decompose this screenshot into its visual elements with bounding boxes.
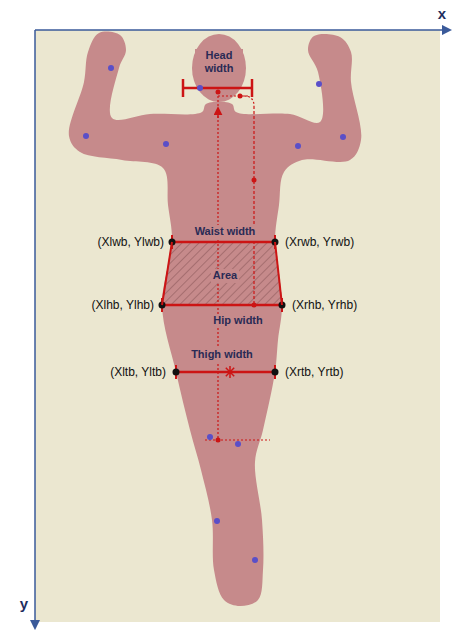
center-dotted-line — [217, 92, 218, 440]
neck-dotted-line — [218, 95, 248, 96]
coordinate-label: (Xlhb, Ylhb) — [90, 298, 156, 312]
side-line — [275, 242, 282, 305]
axis-label: x — [438, 5, 446, 23]
reference-dot — [252, 178, 257, 183]
measure-label: Waist width — [193, 225, 258, 238]
width-line — [162, 304, 282, 307]
keypoint-dot — [316, 81, 322, 87]
measure-label: Hip width — [211, 314, 265, 327]
coordinate-label: (Xltb, Yltb) — [108, 365, 168, 379]
keypoint-dot — [295, 143, 301, 149]
keypoint-dot — [340, 134, 346, 140]
width-line — [172, 241, 275, 244]
thigh-center-star — [224, 366, 236, 378]
measure-label: Head width — [195, 49, 243, 75]
keypoint-dot — [252, 557, 258, 563]
boundary-point — [173, 369, 180, 376]
keypoint-dot — [214, 518, 220, 524]
coordinate-label: (Xrtb, Yrtb) — [283, 365, 345, 379]
measure-label: Thigh width — [189, 348, 255, 361]
reference-dot — [216, 90, 221, 95]
knee-dotted-line — [205, 439, 270, 440]
body-silhouette — [69, 32, 362, 606]
x-axis — [35, 29, 450, 31]
head-width-end — [251, 79, 254, 97]
reference-dot — [238, 94, 243, 99]
neck-arc — [244, 96, 254, 106]
reference-dot — [216, 438, 221, 443]
head-width-line — [183, 87, 252, 90]
area-hatch — [162, 242, 282, 305]
keypoint-dot — [163, 141, 169, 147]
y-axis — [34, 30, 36, 628]
keypoint-dot — [197, 85, 203, 91]
coordinate-label: (Xrwb, Yrwb) — [283, 235, 356, 249]
axis-label: y — [20, 595, 28, 613]
side-dotted-line — [253, 106, 254, 305]
keypoint-dot — [235, 441, 241, 447]
boundary-point — [272, 369, 279, 376]
head-silhouette — [192, 34, 246, 102]
keypoint-dot — [108, 65, 114, 71]
side-line — [162, 242, 172, 305]
coordinate-label: (Xlwb, Ylwb) — [96, 235, 166, 249]
neck-arrow — [217, 108, 219, 118]
coordinate-label: (Xrhb, Yrhb) — [290, 298, 359, 312]
keypoint-dot — [207, 434, 213, 440]
head-width-end — [182, 79, 185, 97]
keypoint-dot — [83, 133, 89, 139]
background-panel — [35, 30, 440, 622]
region-label: Area — [211, 269, 239, 282]
